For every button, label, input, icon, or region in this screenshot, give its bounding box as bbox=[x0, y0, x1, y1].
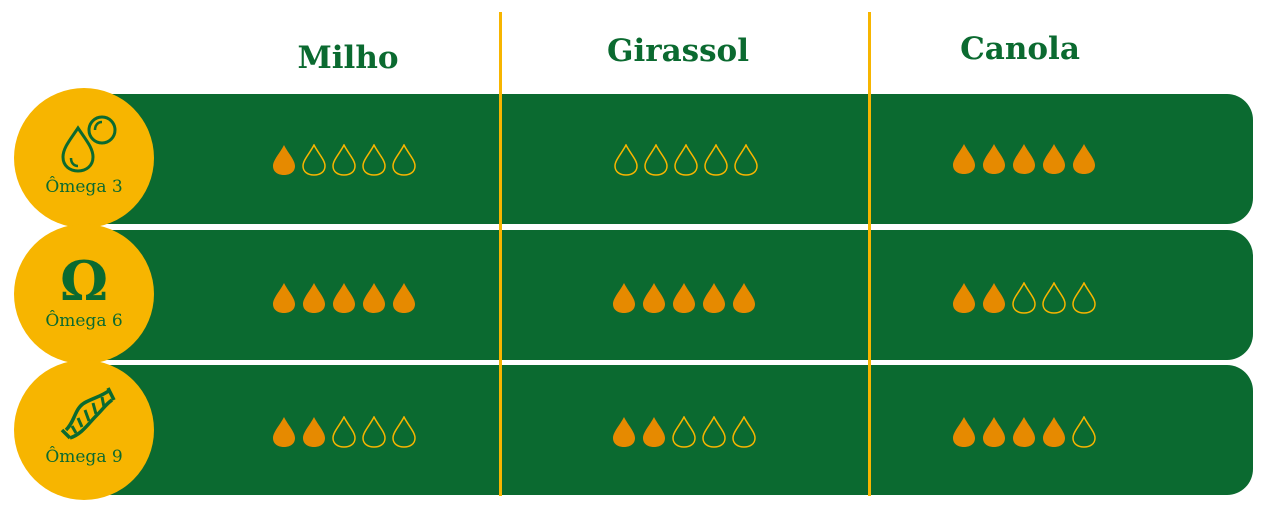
drop-filled-icon bbox=[333, 283, 355, 313]
rating-omega-9-milho bbox=[271, 416, 417, 448]
drop-filled-icon bbox=[303, 417, 325, 447]
drop-empty-icon bbox=[614, 144, 638, 176]
rating-omega-3-milho bbox=[271, 144, 417, 176]
drop-filled-icon bbox=[983, 417, 1005, 447]
rating-omega-3-girassol bbox=[613, 144, 759, 176]
drop-filled-icon bbox=[393, 283, 415, 313]
drop-filled-icon bbox=[733, 283, 755, 313]
drop-empty-icon bbox=[644, 144, 668, 176]
rating-omega-9-canola bbox=[951, 416, 1097, 448]
drop-filled-icon bbox=[273, 417, 295, 447]
drop-filled-icon bbox=[273, 145, 295, 175]
rating-omega-9-girassol bbox=[611, 416, 757, 448]
drop-empty-icon bbox=[332, 144, 356, 176]
drop-filled-icon bbox=[983, 144, 1005, 174]
drop-empty-icon bbox=[1072, 416, 1096, 448]
drop-filled-icon bbox=[1043, 417, 1065, 447]
drop-filled-icon bbox=[363, 283, 385, 313]
drop-empty-icon bbox=[1072, 282, 1096, 314]
drop-filled-icon bbox=[1043, 144, 1065, 174]
drop-empty-icon bbox=[672, 416, 696, 448]
drop-filled-icon bbox=[303, 283, 325, 313]
drop-filled-icon bbox=[953, 283, 975, 313]
badge-omega-6: Ω Ômega 6 bbox=[14, 224, 154, 364]
omega-symbol-icon: Ω bbox=[60, 249, 108, 313]
column-header-canola: Canola bbox=[960, 31, 1080, 67]
drop-empty-icon bbox=[702, 416, 726, 448]
badge-omega-3: Ômega 3 bbox=[14, 88, 154, 228]
drop-empty-icon bbox=[392, 416, 416, 448]
drop-filled-icon bbox=[643, 417, 665, 447]
rating-omega-6-canola bbox=[951, 282, 1097, 314]
drop-filled-icon bbox=[1073, 144, 1095, 174]
drop-filled-icon bbox=[1013, 417, 1035, 447]
drop-empty-icon bbox=[674, 144, 698, 176]
badge-omega-9: Ômega 9 bbox=[14, 360, 154, 500]
badge-label: Ômega 9 bbox=[45, 447, 123, 467]
drop-empty-icon bbox=[332, 416, 356, 448]
badge-label: Ômega 3 bbox=[45, 177, 123, 197]
drop-empty-icon bbox=[362, 144, 386, 176]
svg-text:Ω: Ω bbox=[60, 249, 108, 313]
drop-empty-icon bbox=[704, 144, 728, 176]
rating-omega-3-canola bbox=[951, 143, 1097, 175]
column-divider-1 bbox=[499, 12, 502, 496]
drop-filled-icon bbox=[983, 283, 1005, 313]
drop-filled-icon bbox=[643, 283, 665, 313]
rating-omega-6-girassol bbox=[611, 282, 757, 314]
drop-filled-icon bbox=[703, 283, 725, 313]
drop-filled-icon bbox=[673, 283, 695, 313]
drop-filled-icon bbox=[953, 417, 975, 447]
drop-filled-icon bbox=[953, 144, 975, 174]
column-divider-2 bbox=[868, 12, 871, 496]
oil-drops-icon bbox=[61, 115, 117, 173]
dna-icon bbox=[60, 387, 116, 440]
drop-filled-icon bbox=[613, 283, 635, 313]
column-header-girassol: Girassol bbox=[606, 33, 750, 69]
drop-empty-icon bbox=[392, 144, 416, 176]
drop-empty-icon bbox=[1042, 282, 1066, 314]
drop-empty-icon bbox=[734, 144, 758, 176]
drop-filled-icon bbox=[1013, 144, 1035, 174]
drop-empty-icon bbox=[302, 144, 326, 176]
column-header-milho: Milho bbox=[297, 40, 399, 76]
drop-filled-icon bbox=[613, 417, 635, 447]
rating-omega-6-milho bbox=[271, 282, 417, 314]
drop-empty-icon bbox=[732, 416, 756, 448]
drop-empty-icon bbox=[1012, 282, 1036, 314]
drop-filled-icon bbox=[273, 283, 295, 313]
drop-empty-icon bbox=[362, 416, 386, 448]
badge-label: Ômega 6 bbox=[45, 311, 123, 331]
